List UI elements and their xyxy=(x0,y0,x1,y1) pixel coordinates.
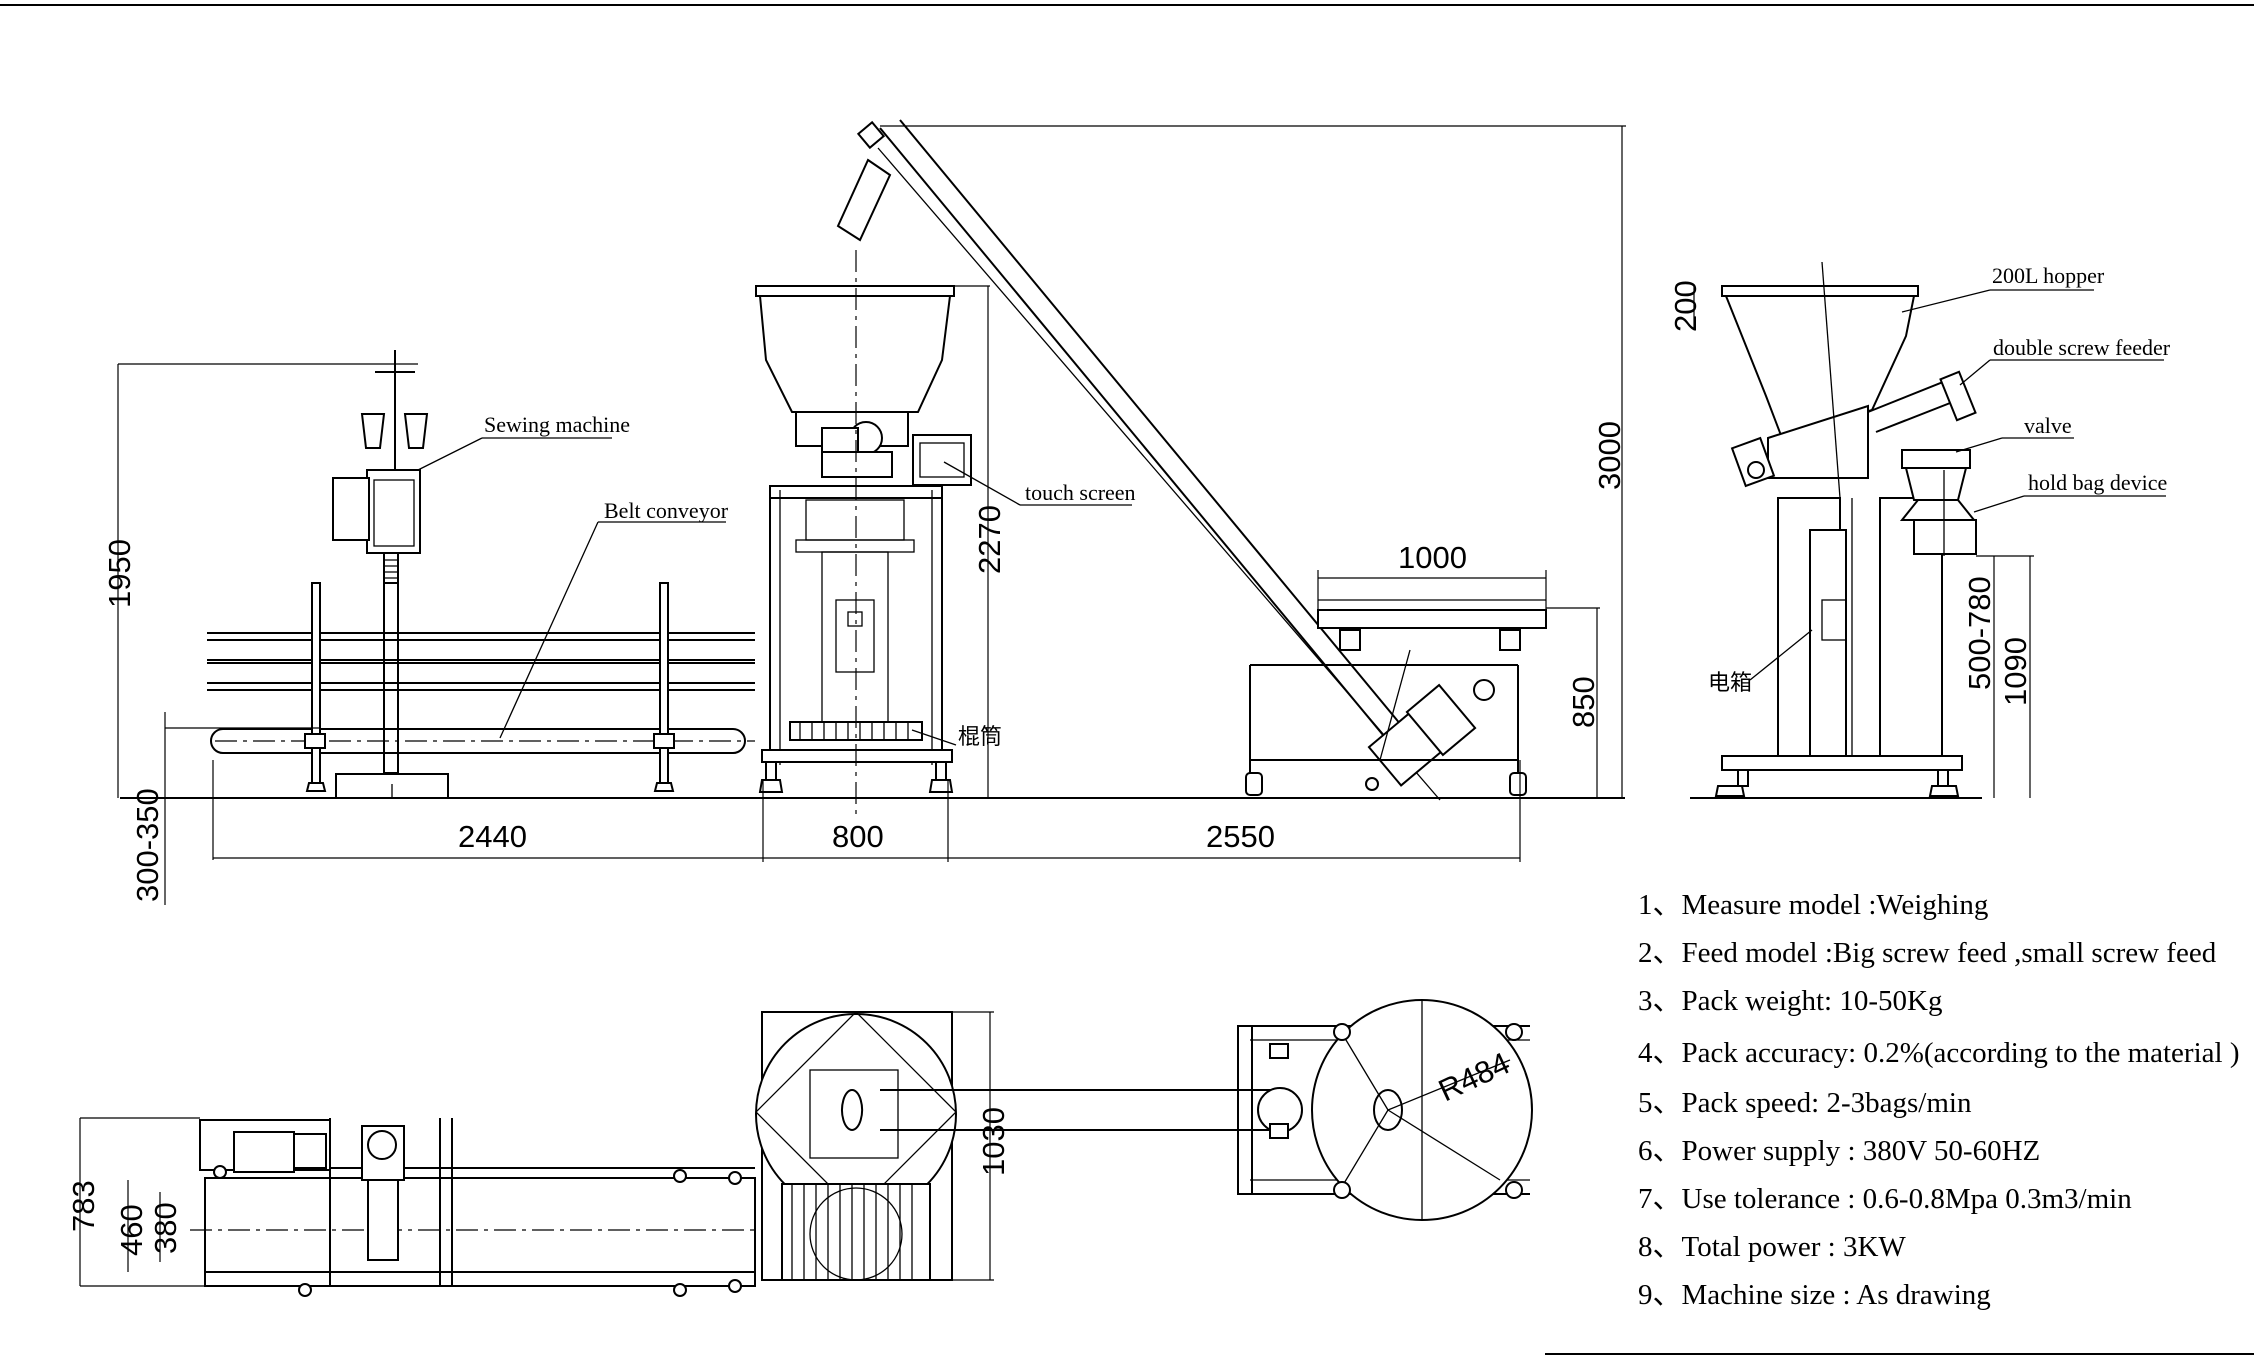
dim-2440: 2440 xyxy=(458,819,527,854)
roller-leader xyxy=(911,729,957,746)
spec-line: 4、Pack accuracy: 0.2%(according to the m… xyxy=(1638,1037,2239,1069)
dim-850: 850 xyxy=(1566,676,1601,728)
dim-2550: 2550 xyxy=(1206,819,1275,854)
dim-460: 460 xyxy=(114,1204,149,1256)
front-dimensions xyxy=(117,125,1626,905)
spec-line: 1、Measure model :Weighing xyxy=(1638,889,1988,921)
touchscreen-leader xyxy=(943,461,1021,506)
sewing-machine xyxy=(332,350,449,799)
label-belt-conveyor: Belt conveyor xyxy=(604,498,729,523)
label-hopper: 200L hopper xyxy=(1992,263,2105,288)
spec-line: 7、Use tolerance : 0.6-0.8Mpa 0.3m3/min xyxy=(1638,1183,2132,1215)
label-sewing-machine: Sewing machine xyxy=(484,412,630,437)
spec-line: 9、Machine size : As drawing xyxy=(1638,1279,1991,1311)
feeding-hopper xyxy=(1245,599,1547,796)
dim-500-780: 500-780 xyxy=(1962,576,1997,690)
dim-1950: 1950 xyxy=(102,539,137,608)
dim-783: 783 xyxy=(66,1180,101,1232)
label-touch-screen: touch screen xyxy=(1025,480,1136,505)
side-view xyxy=(1690,261,2166,799)
belt-conveyor xyxy=(207,582,755,792)
label-valve: valve xyxy=(2024,413,2072,438)
dim-3000: 3000 xyxy=(1592,421,1627,490)
dim-1090: 1090 xyxy=(1998,637,2033,706)
front-view xyxy=(117,119,1626,905)
dim-200: 200 xyxy=(1668,280,1703,332)
label-roller: 棍筒 xyxy=(958,724,1002,749)
spec-line: 3、Pack weight: 10-50Kg xyxy=(1638,985,1942,1017)
spec-line: 5、Pack speed: 2-3bags/min xyxy=(1638,1087,1972,1119)
top-view xyxy=(79,999,1533,1297)
spec-line: 8、Total power : 3KW xyxy=(1638,1231,1906,1263)
sewing-leader xyxy=(417,437,483,471)
filling-machine xyxy=(755,250,972,820)
dim-300-350: 300-350 xyxy=(130,788,165,902)
dim-1000: 1000 xyxy=(1398,540,1467,575)
spec-list: 1、Measure model :Weighing 2、Feed model :… xyxy=(1638,889,2239,1311)
dim-1030: 1030 xyxy=(976,1107,1011,1176)
dim-800: 800 xyxy=(832,819,884,854)
belt-leader xyxy=(499,521,599,739)
label-electric-box: 电箱 xyxy=(1708,670,1752,695)
label-hold-bag-device: hold bag device xyxy=(2028,470,2167,495)
spec-line: 2、Feed model :Big screw feed ,small scre… xyxy=(1638,937,2217,969)
dim-2270: 2270 xyxy=(972,505,1007,574)
screw-conveyor xyxy=(836,119,1495,801)
dim-380: 380 xyxy=(148,1202,183,1254)
spec-line: 6、Power supply : 380V 50-60HZ xyxy=(1638,1135,2040,1167)
label-double-screw-feeder: double screw feeder xyxy=(1993,335,2171,360)
